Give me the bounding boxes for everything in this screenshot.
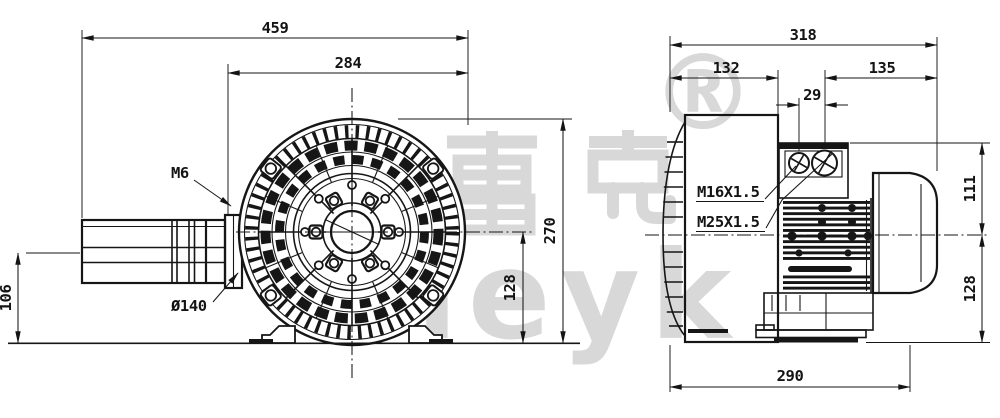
dim-axis-to-base: 128 [961, 276, 979, 303]
dim-housing-width: 284 [335, 54, 362, 72]
housing-edge-fins [663, 141, 683, 327]
terminal-box-lid [779, 143, 848, 149]
cover-screws [259, 157, 445, 307]
leader-gland-large [765, 153, 833, 229]
label-cable-gland-small: M16X1.5 [697, 183, 760, 201]
motor-body [783, 198, 873, 293]
front-view-dimensions: 459 284 270 128 106 M6 Ø140 [0, 19, 572, 344]
leader-gland-small [764, 165, 797, 200]
silencer [80, 213, 244, 290]
dim-axis-to-top: 111 [961, 176, 979, 203]
rear-fan-cover [871, 171, 939, 295]
dim-overall-width: 459 [262, 19, 289, 37]
leader-cover-screw [193, 179, 232, 207]
dim-base-length: 290 [777, 367, 804, 385]
cable-gland-small [788, 152, 810, 174]
dim-overall-height: 270 [541, 218, 559, 245]
dim-gland-spacing: 29 [803, 86, 821, 104]
dim-inlet-height: 106 [0, 285, 15, 312]
dim-overall-depth: 318 [790, 26, 817, 44]
label-silencer-diameter: Ø140 [170, 297, 207, 315]
dim-gland-to-cover: 135 [869, 59, 896, 77]
motor-foot [755, 292, 874, 343]
watermark-registered-icon: ® [651, 32, 755, 154]
leader-silencer-diameter [212, 272, 239, 303]
mounting-feet [8, 325, 580, 345]
cable-gland-large [811, 149, 838, 177]
label-cover-screw: M6 [171, 164, 189, 182]
terminal-box [778, 142, 849, 199]
side-view [645, 113, 990, 344]
dim-housing-depth: 132 [713, 59, 740, 77]
side-view-dimensions: 318 132 135 29 111 128 290 M16X1.5 M25X1… [669, 26, 990, 392]
label-cable-gland-large: M25X1.5 [697, 213, 760, 231]
front-view [8, 88, 580, 378]
dim-axis-height: 128 [501, 275, 519, 302]
